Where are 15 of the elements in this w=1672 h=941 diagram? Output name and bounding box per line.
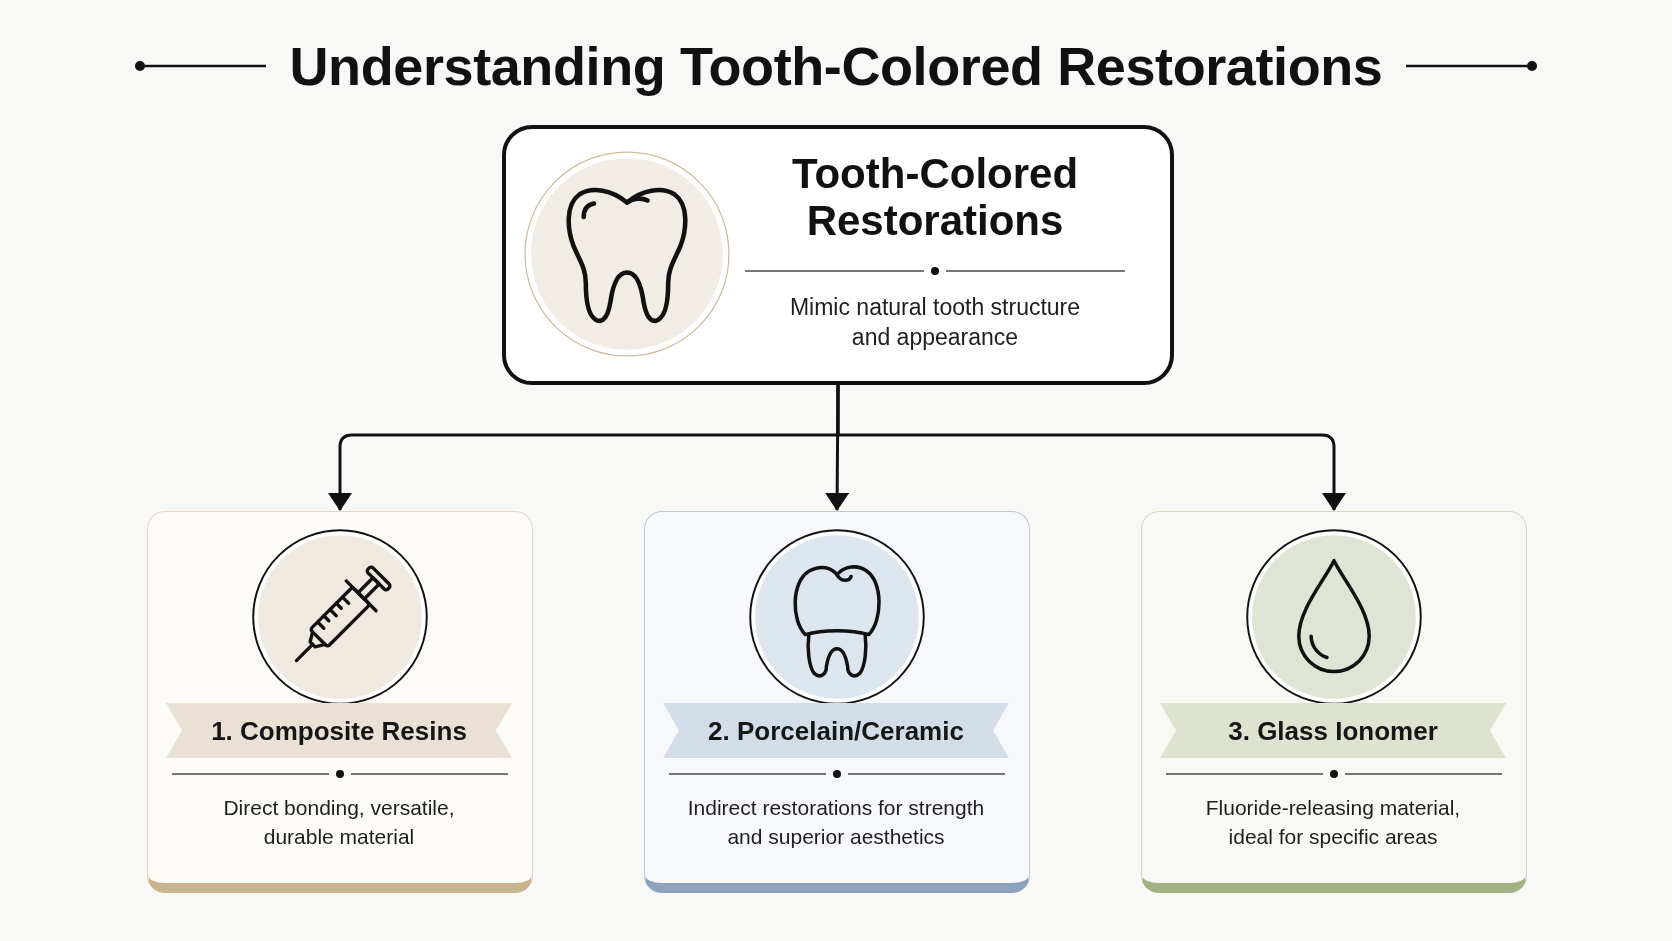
category-card [644,511,1030,893]
banner-title: 2. Porcelain/Ceramic [708,714,964,747]
arrow [825,385,850,511]
card-description: Fluoride-releasing material, ideal for specific areas [1204,795,1462,850]
card-description: Direct bonding, versatile, durable material [222,795,456,850]
category-card [147,511,533,893]
banner-title: 1. Composite Resins [211,714,467,747]
box-description: Mimic natural tooth structure and appearance [788,293,1082,352]
main-box [502,125,1174,385]
card-description: Indirect restorations for strength and superior aesthetics [686,795,986,850]
category-card [1141,511,1527,893]
banner-title: 3. Glass Ionomer [1228,714,1438,747]
diagram-title: Understanding Tooth-Colored Restorations [289,35,1383,98]
arrow [836,385,1346,511]
box-title: Tooth-Colored Restorations [790,150,1080,244]
